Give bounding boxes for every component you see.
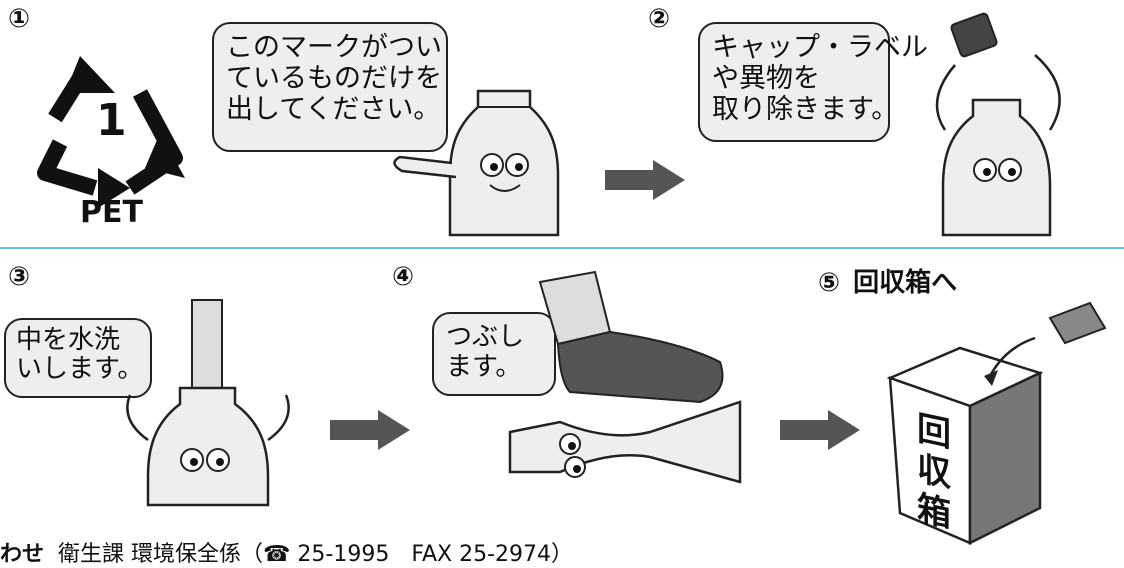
- footer-heading: わせ: [0, 542, 45, 567]
- arrow-right-icon: [605, 160, 685, 200]
- step-3-number: ③: [8, 262, 31, 292]
- step-5-title: 回収箱へ: [853, 268, 958, 298]
- step-3-bubble: 中を水洗 いします。: [4, 318, 152, 398]
- footer-text: 衛生課 環境保全係（☎ 25‑1995 FAX 25‑2974）: [58, 542, 573, 567]
- arrow-right-icon: [330, 410, 410, 450]
- step-2-line-3: 取り除きます。: [712, 94, 899, 125]
- collection-box-icon: [886, 301, 1107, 546]
- step-4-bubble: つぶし ます。: [432, 312, 556, 396]
- pet-recycle-mark-icon: [37, 56, 185, 208]
- step-1-bubble: このマークがつい ているものだけを 出してください。: [212, 22, 448, 152]
- step-2-number: ②: [648, 4, 671, 34]
- step-1-number: ①: [8, 4, 31, 34]
- section-divider: [0, 247, 1124, 249]
- step-3-line-2: いします。: [16, 354, 144, 384]
- step-1-line-2: ているものだけを: [226, 63, 442, 94]
- contact-footer: わせ衛生課 環境保全係（☎ 25‑1995 FAX 25‑2974）: [0, 536, 573, 568]
- step-1-line-3: 出してください。: [226, 94, 441, 125]
- step-3-line-1: 中を水洗: [16, 325, 121, 355]
- step-5-number: ⑤: [818, 268, 841, 298]
- step-4-number: ④: [392, 262, 415, 292]
- collection-box-label: 回 収 箱: [912, 407, 956, 536]
- pet-mark-label: PET: [80, 195, 143, 230]
- bottle-character-pointing-icon: [393, 89, 560, 237]
- step-2-line-2: や異物を: [712, 63, 820, 94]
- step-4-line-2: ます。: [446, 352, 522, 382]
- step-4-line-1: つぶし: [446, 322, 525, 352]
- step-2-line-1: キャップ・ラベル: [712, 32, 928, 63]
- shoe-crushing-bottle-icon: [508, 270, 742, 484]
- bottle-washing-icon: [126, 299, 290, 507]
- step-5-heading: ⑤ 回収箱へ: [818, 262, 957, 299]
- pet-mark-digit: 1: [96, 95, 127, 146]
- arrow-right-icon: [780, 410, 860, 450]
- bottle-removing-cap-icon: [935, 12, 1061, 237]
- step-1-line-1: このマークがつい: [226, 32, 442, 63]
- step-2-bubble: キャップ・ラベル や異物を 取り除きます。: [698, 22, 928, 142]
